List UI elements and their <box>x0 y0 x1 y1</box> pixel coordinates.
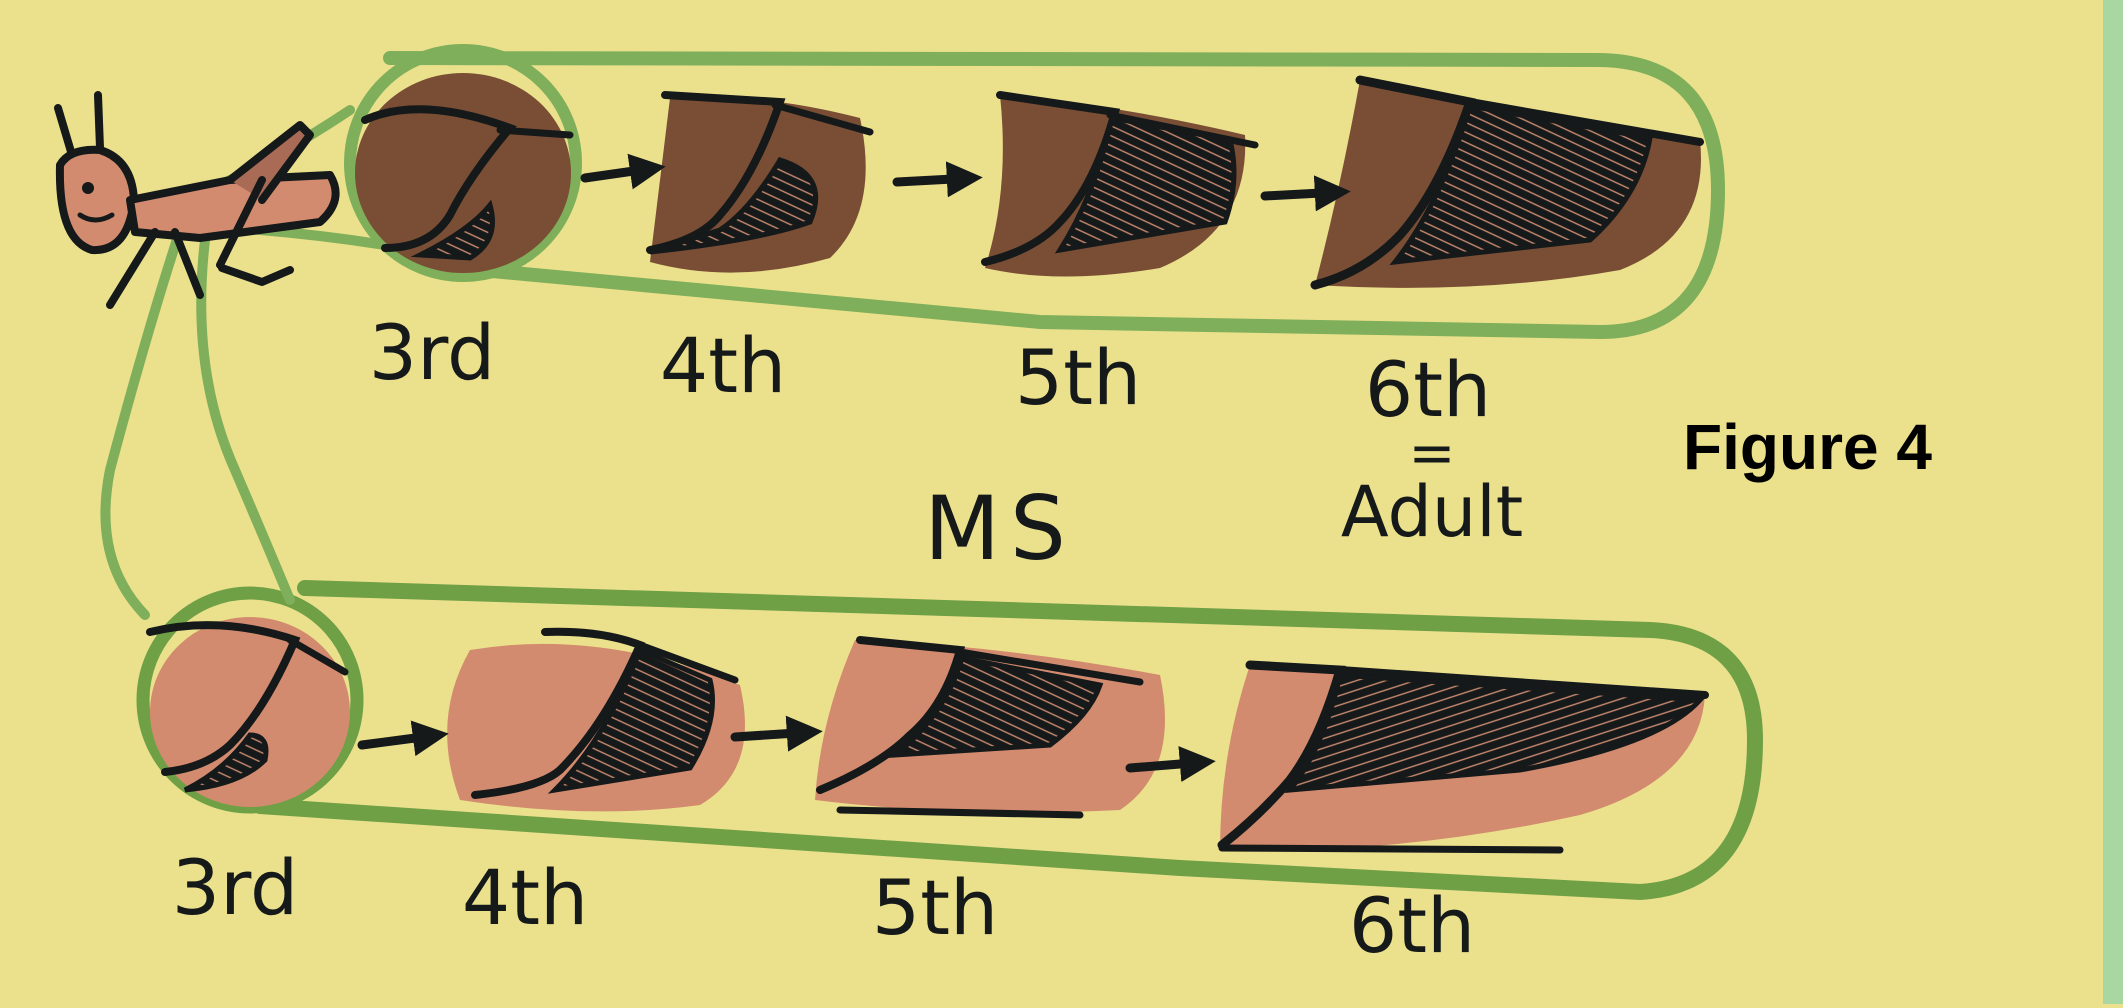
bottom-stage-label: 4th <box>462 860 588 936</box>
top-stage-label: 5th <box>1015 340 1141 416</box>
adult-label: Adult <box>1341 471 1523 553</box>
adult-equivalence: = Adult <box>1341 432 1523 547</box>
bottom-stage-label: 5th <box>872 870 998 946</box>
insect-icon <box>58 95 336 305</box>
arrow-right-icon <box>585 168 655 178</box>
wing-pad-icon <box>150 617 350 807</box>
bottom-row-label: MS <box>924 485 1076 573</box>
top-stage-label: 3rd <box>369 315 496 391</box>
top-stage-label: 6th <box>1365 352 1491 428</box>
wing-pad-icon <box>985 95 1255 277</box>
arrow-right-icon <box>362 735 438 745</box>
figure-caption: Figure 4 <box>1683 410 1932 484</box>
wing-pad-icon <box>650 95 870 273</box>
wing-pad-icon <box>1315 80 1701 288</box>
arrow-right-icon <box>735 732 812 737</box>
top-stage-label: 4th <box>660 328 786 404</box>
arrow-right-icon <box>1265 192 1340 196</box>
arrow-right-icon <box>897 178 972 182</box>
right-edge-strip <box>2103 0 2123 1004</box>
wing-pad-icon <box>815 640 1165 815</box>
wing-pad-icon <box>447 632 745 812</box>
arrow-right-icon <box>1130 762 1205 768</box>
bottom-stage-label: 3rd <box>172 850 299 926</box>
bottom-stage-label: 6th <box>1349 888 1475 964</box>
wing-pad-icon <box>355 73 571 273</box>
wing-pad-icon <box>1220 665 1705 851</box>
